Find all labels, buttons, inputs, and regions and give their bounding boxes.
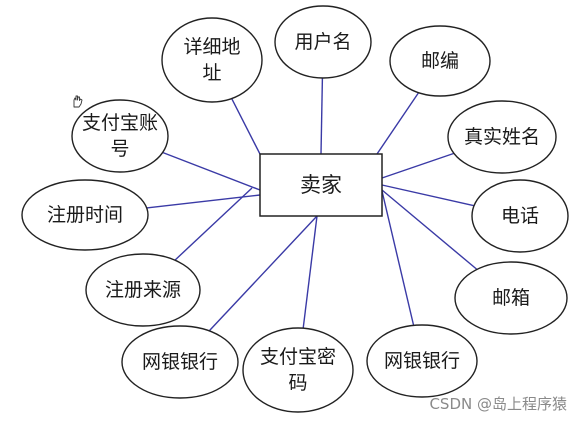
edge-real-name [381,152,455,179]
edge-postcode [376,92,420,155]
edge-username [320,77,324,155]
attribute-ellipse [366,324,478,398]
edges [146,77,478,332]
attribute-label: 用户名 [294,31,351,53]
entity-rect [259,153,383,217]
attribute-label: 码 [288,372,307,394]
attribute-username[interactable]: 用户名 [274,5,372,79]
attribute-ellipse [161,17,263,103]
attribute-email[interactable]: 邮箱 [454,261,568,335]
edge-alipay-account [162,151,261,191]
attribute-ellipse [471,179,569,253]
attribute-ellipse [71,99,169,173]
watermark: CSDN @岛上程序猿 [429,395,567,413]
attribute-label: 址 [202,62,221,84]
edge-register-time [146,194,261,209]
attribute-label: 真实姓名 [464,126,540,148]
attribute-label: 支付宝密 [260,346,336,368]
attribute-ellipse [274,5,372,79]
attribute-register-source[interactable]: 注册来源 [85,253,201,327]
edge-phone [381,184,475,207]
entity-seller[interactable]: 卖家 [259,153,383,217]
hand-pointer-icon [73,95,83,108]
attribute-ellipse [454,261,568,335]
edge-bank-right [381,190,415,326]
attribute-bank-right[interactable]: 网银银行 [366,324,478,398]
attribute-postcode[interactable]: 邮编 [389,25,491,97]
attribute-ellipse [447,100,557,174]
attribute-label: 电话 [501,205,539,227]
attribute-label: 注册来源 [105,279,181,301]
attribute-real-name[interactable]: 真实姓名 [447,100,557,174]
attribute-ellipse [242,327,354,413]
entity-label: 卖家 [300,173,342,197]
edge-register-source [174,187,253,261]
attribute-label: 邮编 [421,50,459,72]
edge-email [381,189,478,270]
attribute-label: 网银银行 [384,350,460,372]
attribute-label: 网银银行 [142,351,218,373]
attribute-bank-left[interactable]: 网银银行 [121,325,239,399]
attribute-ellipse [85,253,201,327]
edge-alipay-password [302,215,318,329]
attribute-label: 支付宝账 [82,112,158,134]
attribute-label: 详细地 [183,36,240,58]
attribute-ellipse [121,325,239,399]
attribute-register-time[interactable]: 注册时间 [21,179,149,251]
attribute-label: 邮箱 [492,287,530,309]
attribute-label: 号 [110,138,129,160]
attribute-ellipse [389,25,491,97]
attribute-label: 注册时间 [47,204,123,226]
edge-address [231,98,263,159]
edge-bank-left [208,215,318,332]
attribute-phone[interactable]: 电话 [471,179,569,253]
attribute-ellipse [21,179,149,251]
